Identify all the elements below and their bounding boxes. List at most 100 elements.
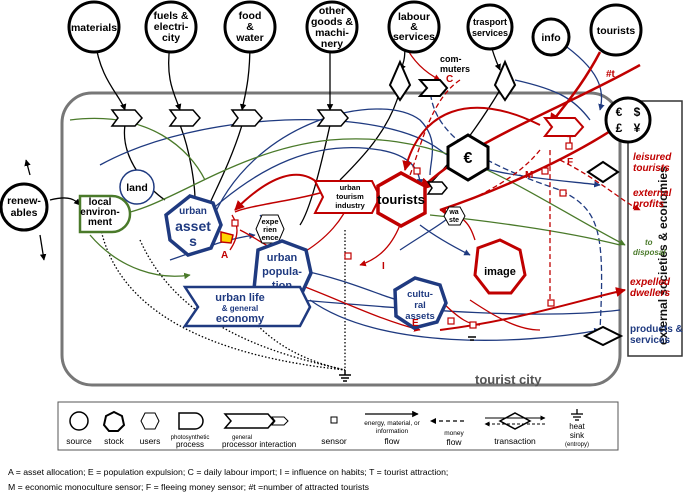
source-other-goods [305, 0, 359, 54]
external-panel [627, 100, 683, 357]
legend-heat-label-3: (entropy) [565, 442, 589, 448]
cultural-label-2: ral [414, 300, 426, 311]
tourism-ind-label-3: industry [335, 201, 365, 210]
labour-label-1: labour [398, 11, 430, 23]
commuters-label-2: muters [440, 64, 470, 74]
urban-assets-label-1: urban [179, 206, 207, 217]
land-stock [119, 169, 155, 205]
legend-energy-label-1: energy, material, or [364, 420, 420, 427]
urban-life-label-1: urban life [215, 292, 265, 304]
legend-general-label-2: processor interaction [222, 440, 296, 449]
source-transport [466, 3, 514, 51]
transaction-commuters-right [493, 59, 517, 102]
experience-label-1: expe [261, 217, 278, 226]
legend-interaction-icon [271, 416, 289, 426]
legend-photo-label-1: photosynthetic [171, 435, 210, 441]
other-label-1: other [319, 5, 345, 17]
marker-I: I [382, 261, 385, 272]
tourism-industry [313, 180, 382, 214]
legend-users-icon [140, 412, 160, 430]
marker-F: F [567, 157, 573, 168]
currency-yen-icon: ¥ [634, 121, 641, 135]
image-stock [473, 238, 527, 295]
processor-tourist-attraction [542, 117, 585, 137]
fuels-label-2: electri- [154, 21, 189, 33]
urban-assets-stock [164, 194, 223, 257]
urban-life-label-3: economy [216, 313, 265, 325]
legend-users-label: users [140, 436, 161, 446]
products-label-1: products & [630, 324, 683, 335]
source-labour [387, 0, 441, 54]
legend-stock-icon [102, 410, 126, 432]
legend-transaction-label: transaction [494, 436, 536, 446]
legend-general-label-1: general [232, 435, 252, 441]
currency-source [604, 96, 652, 144]
local-env-label-3: ment [88, 217, 113, 228]
processor-asset-allocation [220, 231, 234, 244]
urban-pop-label-2: popula- [262, 266, 302, 278]
land-label: land [126, 182, 148, 194]
local-env-label-1: local [89, 197, 112, 208]
other-label-3: machi- [315, 27, 349, 39]
marker-C: C [446, 74, 453, 85]
legend-sensor-icon [330, 416, 338, 424]
experience-label-2: rien [263, 225, 277, 234]
legend-energy-label-2: information [376, 428, 409, 435]
legend-photosynthetic-icon [178, 412, 204, 430]
legend-transaction-icon [498, 412, 532, 430]
food-label-2: & [246, 21, 254, 33]
transaction-products [582, 325, 624, 347]
cultural-label-1: cultu- [407, 289, 433, 300]
profits-label-2: profits [632, 199, 665, 210]
caption-line-2: M = economic monoculture sensor; F = fle… [8, 482, 370, 492]
source-info [531, 17, 571, 57]
profits-label-1: external [633, 188, 672, 199]
processor-materials-in [110, 109, 143, 127]
marker-E: E [412, 318, 419, 329]
tourists-stock [376, 170, 427, 229]
city-label: tourist city [475, 372, 542, 387]
legend-sensor-label: sensor [321, 436, 347, 446]
source-tourists [589, 3, 643, 57]
transport-label-2: services [472, 28, 508, 38]
food-label-3: water [235, 32, 263, 44]
legend-photo-label-2: process [176, 440, 204, 449]
experience-users [255, 214, 285, 244]
legend-money-arrowhead [430, 418, 436, 424]
transport-label-1: trasport [473, 17, 507, 27]
legend-source-icon [69, 411, 89, 431]
currency-dollar-icon: $ [634, 105, 641, 119]
legend-money-label-1: money [444, 430, 464, 437]
info-label: info [541, 32, 560, 44]
materials-label: materials [71, 22, 117, 34]
euro-icon: € [464, 150, 473, 167]
local-env-label-2: environ- [80, 207, 119, 218]
source-fuels [144, 0, 198, 54]
experience-label-3: ence [261, 233, 278, 242]
marker-T: T [567, 135, 573, 146]
disposal-label-2: disposal [633, 248, 666, 257]
fuels-label-1: fuels & [153, 10, 188, 22]
expelled-label-2: dwellers [630, 288, 670, 299]
urban-pop-label-1: urban [267, 252, 298, 264]
marker-A: A [221, 250, 228, 261]
tourism-ind-label-2: tourism [336, 192, 364, 201]
waste-users [443, 206, 466, 226]
waste-label-2: ste [449, 217, 459, 224]
marker-M: M [525, 170, 533, 181]
heat-sinks [339, 336, 476, 382]
cultural-label-3: assets [405, 311, 435, 322]
urban-life-economy [182, 285, 312, 328]
currency-pound-icon: £ [616, 121, 623, 135]
euro-stock [446, 133, 490, 182]
urban-life-label-2: & general [222, 304, 258, 313]
source-materials [67, 0, 121, 54]
transaction-commuters-left [388, 59, 412, 102]
legend-energy-label-3: flow [384, 436, 400, 446]
fuels-label-3: city [162, 32, 180, 44]
processor-food-in [230, 109, 263, 127]
currency-euro-icon: € [616, 105, 623, 119]
legend-heat-label-2: sink [570, 431, 585, 440]
transaction-tourists [586, 160, 620, 184]
